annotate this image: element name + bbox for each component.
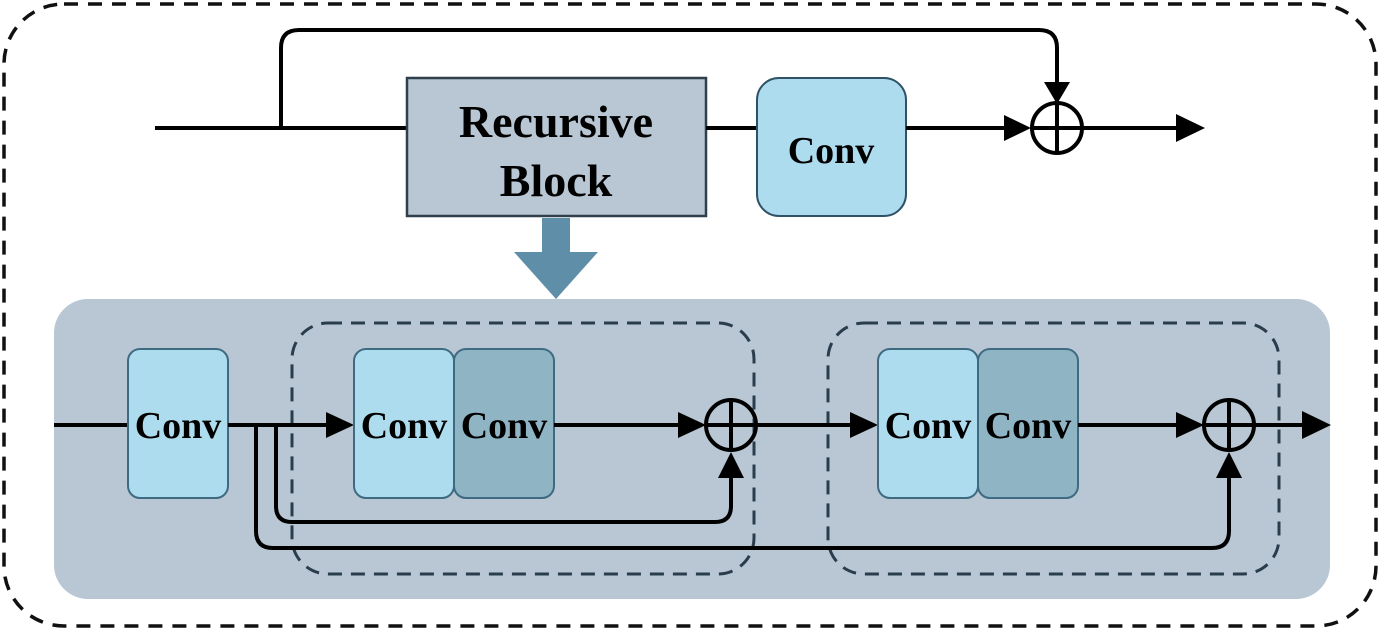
recursive-block-label-line2: Block: [500, 155, 613, 206]
residual-group-2-border: [826, 321, 1281, 576]
recursive-block: [405, 76, 708, 218]
group1-sum-icon: [704, 398, 758, 452]
group2-conv-a-label: Conv: [885, 405, 972, 447]
group1-skip-arrowhead: [718, 452, 744, 478]
group2-sum-arrowhead: [1176, 412, 1204, 438]
top-conv-label: Conv: [788, 130, 875, 172]
group2-sum-icon: [1202, 398, 1256, 452]
group2-input-arrowhead: [850, 412, 878, 438]
top-output-arrowhead: [1176, 114, 1205, 142]
group1-conv-b-label: Conv: [461, 405, 548, 447]
bottom-conv-first-label: Conv: [135, 405, 222, 447]
recursive-block-detail-panel: [54, 299, 1330, 599]
top-skip-arrowhead: [1044, 82, 1070, 104]
top-sum-arrowhead: [1004, 115, 1031, 141]
long-skip-arrowhead: [1216, 452, 1242, 478]
top-skip-connection: [279, 28, 1059, 128]
expand-down-arrow-icon: [514, 218, 598, 299]
group2-conv-b-label: Conv: [985, 405, 1072, 447]
top-conv-block: [756, 77, 907, 217]
group1-skip-connection: [274, 425, 733, 524]
group1-sum-arrowhead: [678, 412, 706, 438]
residual-group-1-border: [290, 321, 756, 576]
long-skip-connection: [254, 425, 1231, 550]
group1-input-arrowhead: [326, 412, 354, 438]
top-sum-icon: [1030, 101, 1084, 155]
group1-conv-a-label: Conv: [361, 405, 448, 447]
bottom-output-arrowhead: [1302, 411, 1331, 439]
recursive-block-label-line1: Recursive: [459, 96, 653, 147]
